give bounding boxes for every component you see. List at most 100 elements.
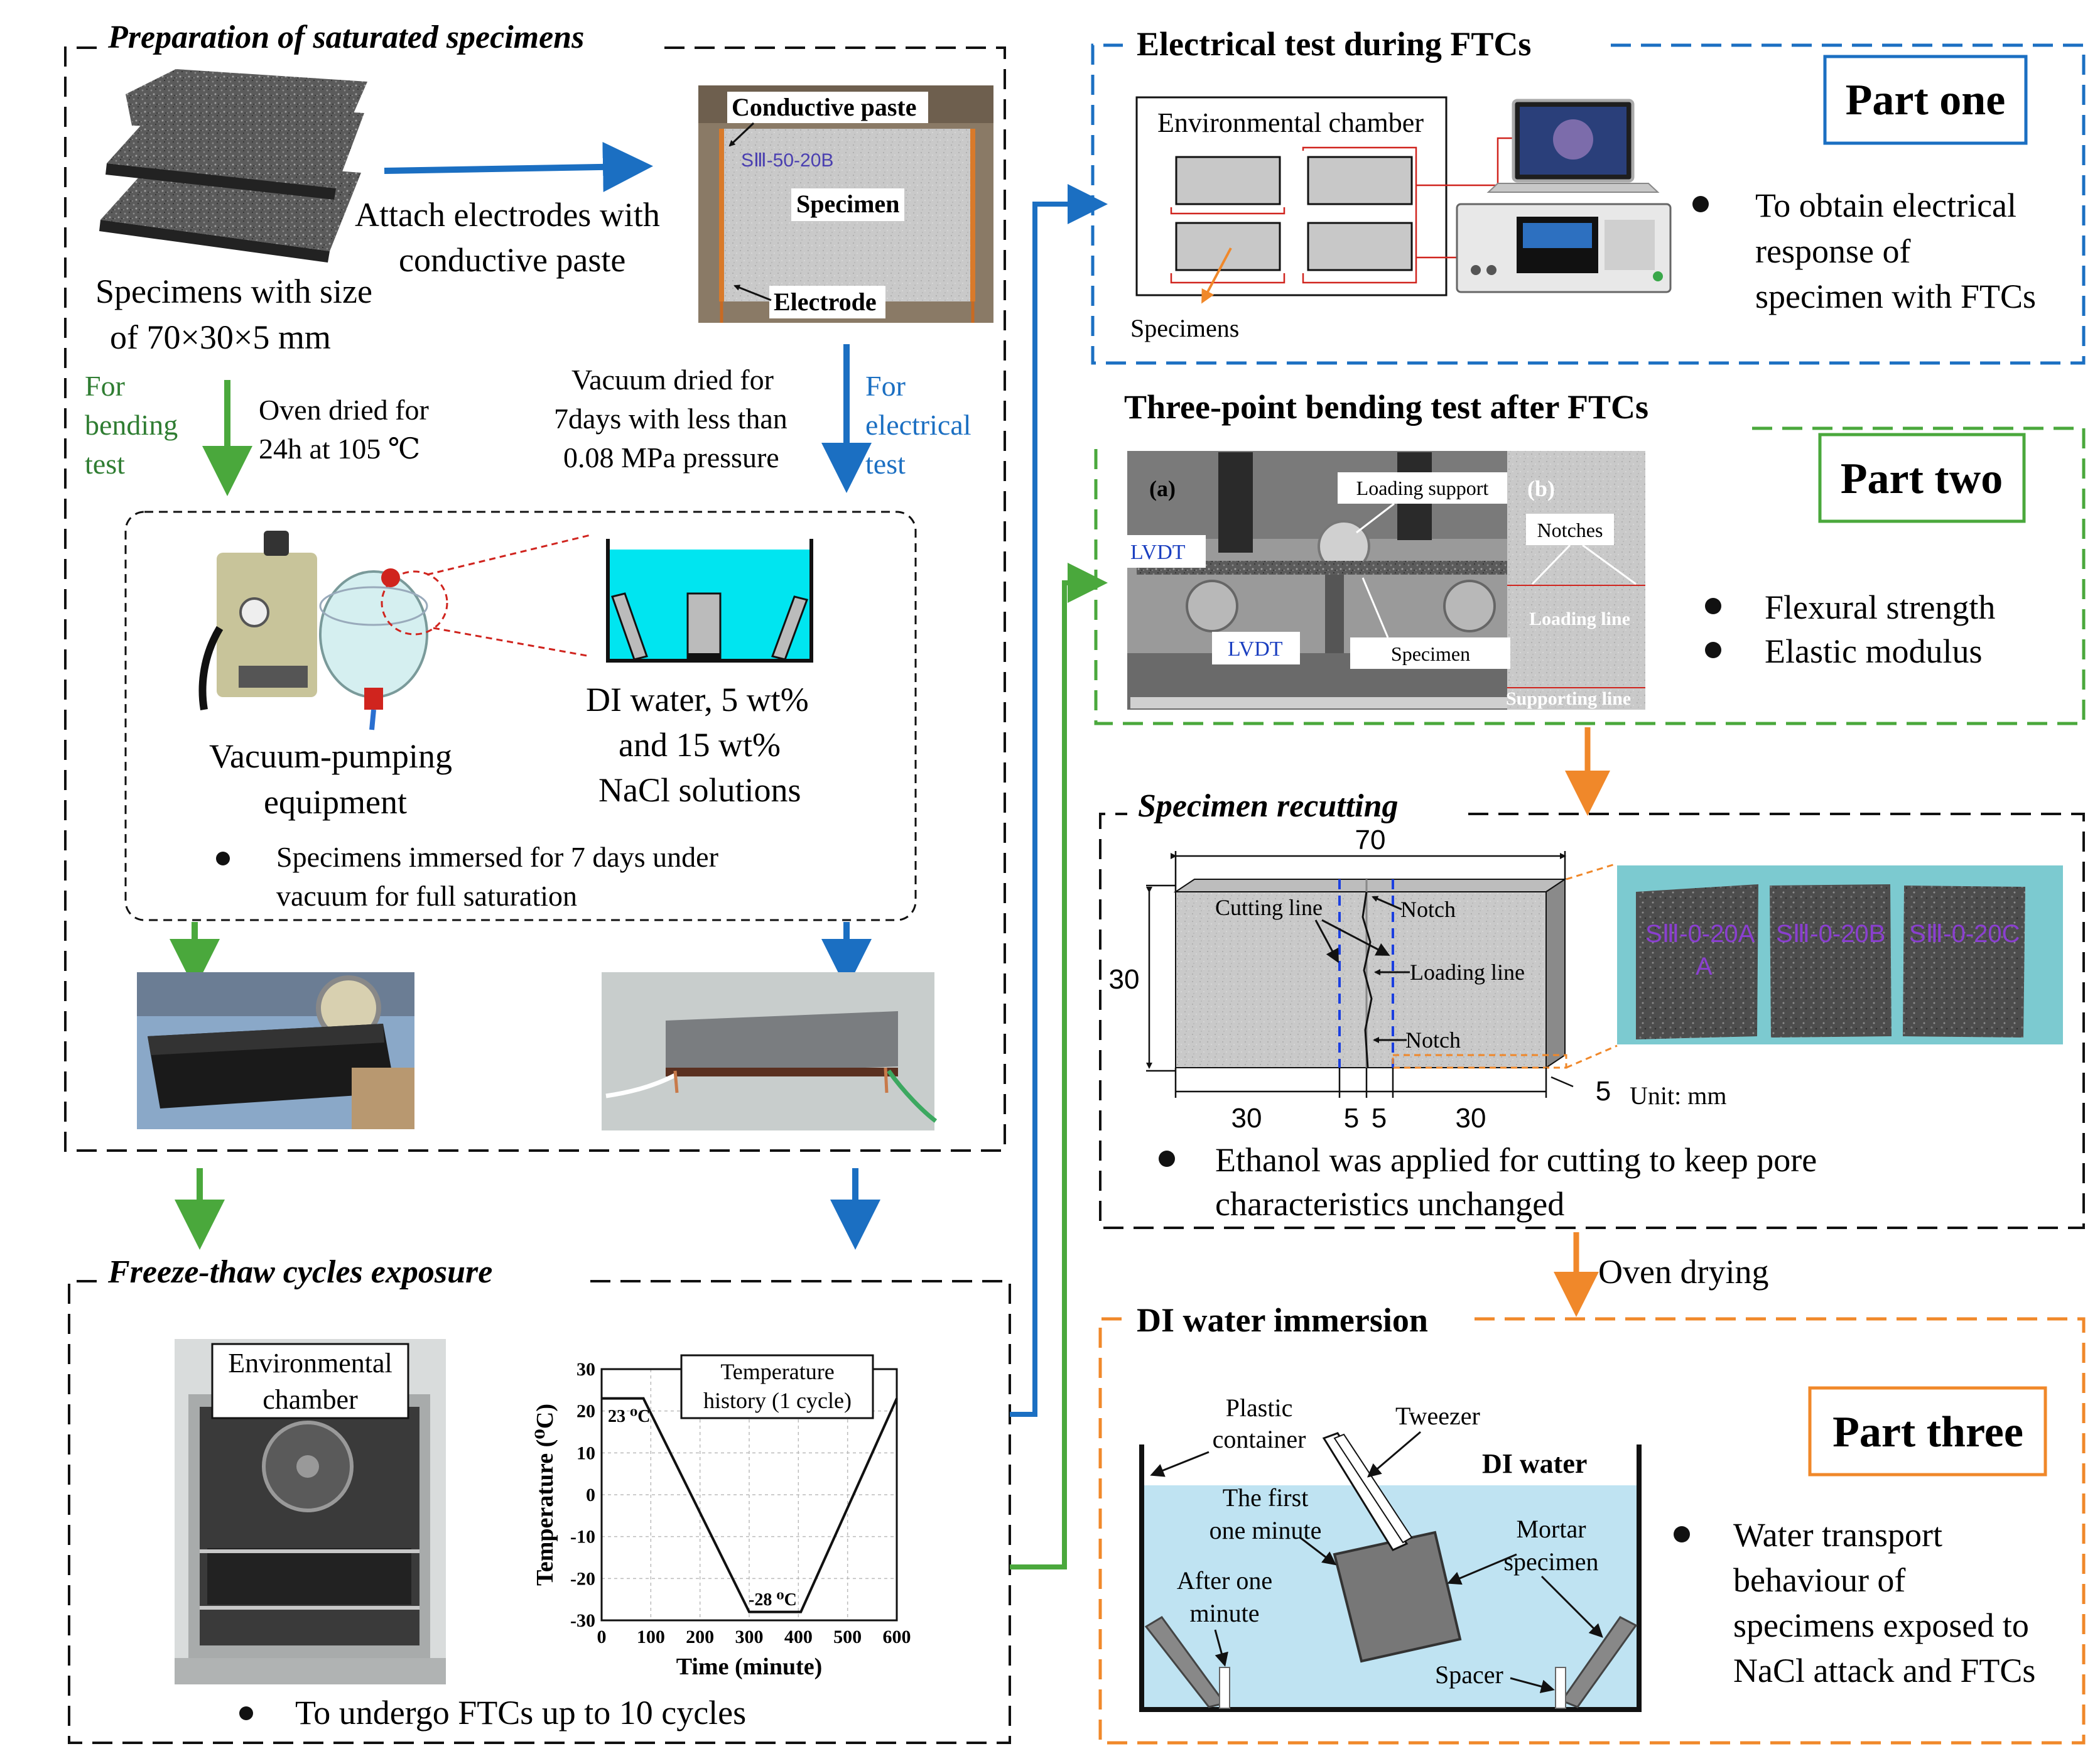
chart-ytick-label: 10 <box>576 1443 595 1463</box>
part-three-badge-box <box>1808 1386 2047 1477</box>
elec-wiring <box>1170 137 1520 284</box>
chart-ytick-label: -30 <box>570 1610 595 1631</box>
part-one-bullet <box>1692 196 1709 212</box>
part-three-desc-line1: Water transport <box>1733 1516 1942 1554</box>
recut-note-line2: characteristics unchanged <box>1215 1185 1564 1223</box>
laptop-icon <box>1486 99 1660 193</box>
recut-specimen-side <box>1545 878 1566 1069</box>
tweezer-shape <box>1322 1432 1409 1551</box>
for-bending-line1: For <box>85 370 125 402</box>
spacer-label: Spacer <box>1435 1661 1503 1689</box>
part-two-bullet1 <box>1705 598 1721 614</box>
piece-b-code: SⅢ-0-20B <box>1776 920 1885 948</box>
bullet-undergo <box>239 1706 253 1720</box>
chamber-label-line2: chamber <box>262 1384 358 1415</box>
first-minute-line1: The first <box>1223 1483 1309 1512</box>
connector-green-part-two <box>1010 563 1108 1569</box>
part-two-badge: Part two <box>1841 455 2003 503</box>
specimen-pointer <box>1201 247 1232 304</box>
dim-top: 70 <box>1355 825 1386 855</box>
piece-a-code: SⅢ-0-20A <box>1645 920 1755 948</box>
immersed-line1: Specimens immersed for 7 days under <box>276 841 718 873</box>
piece-c-code: SⅢ-0-20C <box>1909 920 2020 948</box>
for-electrical-line1: For <box>865 370 906 402</box>
part-two-bullet1-text: Flexural strength <box>1765 588 1995 626</box>
chart-xtick-label: 400 <box>784 1627 813 1647</box>
pump-label-line1: Vacuum-pumping <box>209 737 452 775</box>
mortar-label-line1: Mortar <box>1516 1515 1586 1543</box>
notches-label: Notches <box>1537 519 1603 541</box>
part-one-section: Electrical test during FTCs Part one Env… <box>1091 25 2086 365</box>
chart-ytick-label: 0 <box>586 1485 595 1505</box>
piece-a-suffix: A <box>1696 953 1713 980</box>
chamber-label-box <box>211 1343 409 1419</box>
for-electrical-line3: test <box>865 448 906 480</box>
chart-xtick-label: 500 <box>833 1627 862 1647</box>
notch-bottom-label: Notch <box>1405 1027 1461 1053</box>
recut-pieces-photo: SⅢ-0-20A A SⅢ-0-20B SⅢ-0-20C <box>1617 865 2063 1044</box>
part-two-title: Three-point bending test after FTCs <box>1124 388 1648 426</box>
chart-xtick-label: 200 <box>686 1627 714 1647</box>
crack-path <box>1361 891 1373 1068</box>
part-one-desc-line3: specimen with FTCs <box>1755 278 2036 315</box>
part-two-badge-box <box>1818 433 2026 523</box>
part-three-bullet <box>1674 1526 1690 1542</box>
specimen-bending-label: Specimen <box>1391 642 1470 665</box>
zoom-ellipse <box>381 570 448 636</box>
recut-bullet <box>1159 1151 1175 1167</box>
tweezer-label: Tweezer <box>1395 1402 1480 1430</box>
chart-legend-line1: Temperature <box>720 1359 834 1384</box>
lcr-meter-icon <box>1456 203 1672 293</box>
left-spacer <box>1219 1667 1230 1709</box>
recut-section: Specimen recutting 70 30 <box>1099 788 2085 1229</box>
plastic-label-line2: container <box>1213 1425 1306 1453</box>
for-electrical-line2: electrical <box>865 409 972 441</box>
chart-ytick-label: -20 <box>570 1568 595 1589</box>
oven-dried-line1: Oven dried for <box>259 394 429 426</box>
part-one-badge: Part one <box>1846 76 2006 124</box>
recut-note-line1: Ethanol was applied for cutting to keep … <box>1215 1141 1817 1179</box>
chart-legend-line2: history (1 cycle) <box>703 1388 852 1413</box>
recut-specimen-top <box>1173 879 1567 892</box>
label-a: (a) <box>1149 476 1176 501</box>
unit-label: Unit: mm <box>1630 1081 1726 1110</box>
dim-depth: 5 <box>1596 1076 1611 1107</box>
right-specimen <box>1560 1616 1638 1708</box>
notch-photo <box>1507 451 1645 710</box>
tank-schematic <box>606 539 813 663</box>
zoom-line-top <box>426 534 591 576</box>
part-three-desc-line4: NaCl attack and FTCs <box>1733 1652 2035 1689</box>
part-one-desc-line1: To obtain electrical <box>1755 187 2016 224</box>
right-spacer <box>1555 1667 1566 1709</box>
lvdt-bottom-label: LVDT <box>1228 637 1283 661</box>
electrode-photo: SⅢ-50-20B Conductive paste Specimen Elec… <box>698 85 993 323</box>
after-minute-line1: After one <box>1177 1566 1272 1595</box>
chart-annot-high: 23 ⁰C <box>608 1407 650 1426</box>
recut-title: Specimen recutting <box>1138 788 1399 824</box>
part-two-bullet2 <box>1705 642 1721 658</box>
for-bending-line2: bending <box>85 409 178 441</box>
part-one-badge-box <box>1823 55 2028 145</box>
specimen-size-line2: of 70×30×5 mm <box>110 318 331 356</box>
elec-specimens-label: Specimens <box>1130 314 1239 342</box>
prep-section: Preparation of saturated specimens Speci… <box>64 19 1006 1152</box>
connector-blue-part-one <box>1010 184 1108 1417</box>
prep-title: Preparation of saturated specimens <box>107 19 584 55</box>
dim-bottom-4: 30 <box>1456 1103 1486 1134</box>
chart-annot-low: -28 ⁰C <box>749 1590 797 1610</box>
chart-ytick-label: 20 <box>576 1401 595 1422</box>
chart-ylabel: Temperature (⁰C) <box>532 1404 558 1586</box>
chart-xlabel: Time (minute) <box>676 1654 823 1680</box>
for-bending-line3: test <box>85 448 125 480</box>
loading-line-recut-label: Loading line <box>1410 960 1525 985</box>
part-two-bullet2-text: Elastic modulus <box>1765 632 1982 670</box>
wrapped-specimen-photo <box>137 972 414 1129</box>
photo-sample-code: SⅢ-50-20B <box>741 150 833 171</box>
undergo-text: To undergo FTCs up to 10 cycles <box>295 1694 746 1732</box>
part-three-desc-line2: behaviour of <box>1733 1561 1905 1599</box>
ftc-title: Freeze-thaw cycles exposure <box>107 1254 492 1290</box>
photo-label-specimen: Specimen <box>796 190 899 218</box>
